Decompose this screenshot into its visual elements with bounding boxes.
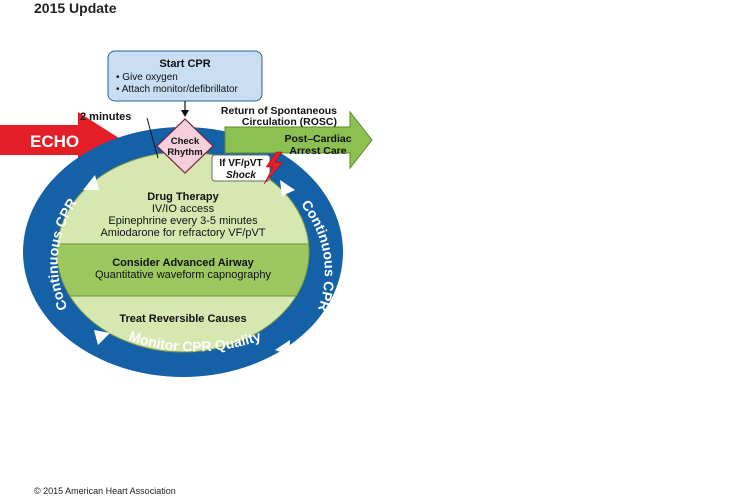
check-rhythm-line1: Check (171, 136, 200, 147)
drug-therapy-line2: Epinephrine every 3-5 minutes (108, 215, 258, 227)
start-cpr-box: Start CPR • Give oxygen • Attach monitor… (107, 50, 263, 102)
rosc-arrow: Post–Cardiac Arrest Care (224, 110, 373, 170)
airway-line: Quantitative waveform capnography (95, 269, 272, 281)
drug-therapy-line1: IV/IO access (152, 203, 215, 215)
down-arrow (181, 101, 189, 117)
two-minutes-pointer (146, 117, 159, 159)
airway-band (57, 244, 309, 296)
airway-title: Consider Advanced Airway (112, 257, 254, 269)
rosc-line2: Circulation (ROSC) (242, 116, 337, 128)
drug-therapy-line3: Amiodarone for refractory VF/pVT (100, 227, 265, 239)
start-cpr-item-oxygen: • Give oxygen (116, 72, 178, 83)
shock-box: If VF/pVT Shock (211, 151, 284, 185)
arrow-right-top-icon (280, 180, 295, 196)
check-rhythm-diamond: Check Rhythm (156, 118, 214, 174)
causes-title: Treat Reversible Causes (119, 313, 246, 325)
inner-panel (57, 152, 309, 352)
two-minutes-label: 2 minutes (80, 111, 131, 123)
ring-flow-arrows (83, 175, 295, 355)
arrow-left-bottom-icon (94, 330, 110, 345)
copyright-notice: © 2015 American Heart Association (34, 486, 176, 496)
start-cpr-title: Start CPR (159, 58, 210, 70)
shock-line1: If VF/pVT (219, 158, 262, 169)
rosc-line1: Return of Spontaneous (221, 105, 337, 117)
arrow-left-top-icon (83, 175, 99, 190)
drug-therapy-title: Drug Therapy (147, 191, 219, 203)
shock-line2: Shock (226, 170, 256, 181)
echo-label: ECHO (30, 132, 79, 151)
start-cpr-item-monitor: • Attach monitor/defibrillator (116, 84, 239, 95)
header-subtitle: 2015 Update (34, 0, 117, 16)
post-arrest-line1: Post–Cardiac (284, 133, 351, 145)
arrow-right-bottom-icon (275, 340, 290, 355)
check-rhythm-line2: Rhythm (167, 147, 202, 158)
lightning-icon (263, 151, 284, 185)
post-arrest-line2: Arrest Care (289, 145, 346, 157)
